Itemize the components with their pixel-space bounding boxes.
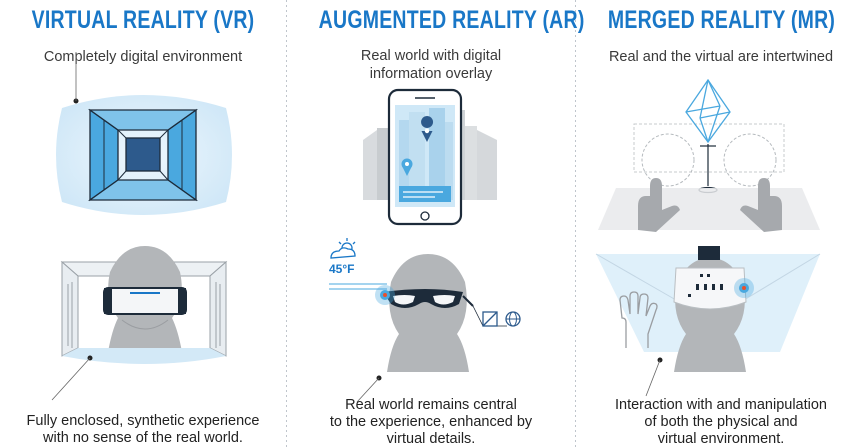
mr-caption-line-1: Interaction with and manipulation — [615, 397, 827, 413]
raised-hand-icon — [619, 291, 658, 348]
ar-title: AUGMENTED REALITY (AR) — [318, 6, 585, 34]
vr-column: VIRTUAL REALITY (VR) Completely digital … — [0, 0, 286, 448]
ar-subtitle-line-1: Real world with digital — [360, 48, 502, 64]
vr-caption-line-1: Fully enclosed, synthetic experience — [26, 413, 260, 429]
ar-caption-line-3: virtual details. — [386, 431, 476, 447]
ar-subtitle: Real world with digital information over… — [287, 47, 575, 83]
ar-subtitle-line-2: information overlay — [369, 66, 493, 82]
resize-icon — [482, 311, 498, 327]
mr-subtitle: Real and the virtual are intertwined — [576, 48, 866, 66]
mr-caption-line-3: virtual environment. — [657, 431, 785, 447]
vr-subtitle: Completely digital environment — [0, 48, 286, 66]
mr-subtitle-line-1: Real and the virtual are intertwined — [608, 49, 834, 65]
digital-tunnel-icon — [87, 108, 199, 202]
weather-temperature: 45°F — [329, 262, 355, 276]
enclosure-left-panel — [61, 260, 79, 357]
mr-title: MERGED REALITY (MR) — [607, 6, 836, 34]
holographic-octahedron-icon — [685, 78, 731, 144]
right-hand-icon — [740, 178, 782, 232]
ar-caption-line-2: to the experience, enhanced by — [329, 414, 533, 430]
vr-title: VIRTUAL REALITY (VR) — [31, 6, 255, 34]
info-overlay-panel — [399, 186, 451, 202]
mr-caption: Interaction with and manipulation of bot… — [576, 397, 866, 448]
enclosure-floor — [62, 348, 226, 364]
vr-subtitle-line-1: Completely digital environment — [43, 49, 243, 65]
column-divider-right — [575, 0, 576, 448]
ar-illustration — [329, 88, 521, 403]
ar-caption: Real world remains central to the experi… — [287, 397, 575, 448]
real-table-surface — [598, 188, 820, 230]
mr-illustration — [595, 78, 821, 397]
map-pin-icon-secondary — [401, 158, 413, 176]
enclosure-right-panel — [209, 260, 227, 357]
globe-icon — [505, 311, 521, 327]
ar-column: AUGMENTED REALITY (AR) Real world with d… — [287, 0, 585, 448]
virtual-frame — [633, 123, 785, 173]
ar-glasses-icon — [383, 289, 474, 308]
mr-caption-line-2: of both the physical and — [644, 414, 798, 430]
vr-caption-line-2: with no sense of the real world. — [43, 430, 243, 446]
mr-headset-icon — [673, 246, 747, 310]
mr-column: MERGED REALITY (MR) Real and the virtual… — [576, 0, 866, 448]
left-hand-icon — [638, 178, 680, 232]
vr-caption: Fully enclosed, synthetic experience wit… — [0, 413, 286, 447]
vr-headset-icon — [103, 287, 187, 315]
vr-illustration — [51, 52, 232, 401]
weather-icon — [330, 238, 356, 259]
column-divider-left — [286, 0, 287, 448]
person-head-ar — [387, 254, 469, 372]
map-pin-icon — [421, 116, 434, 142]
ar-caption-line-1: Real world remains central — [345, 397, 517, 413]
